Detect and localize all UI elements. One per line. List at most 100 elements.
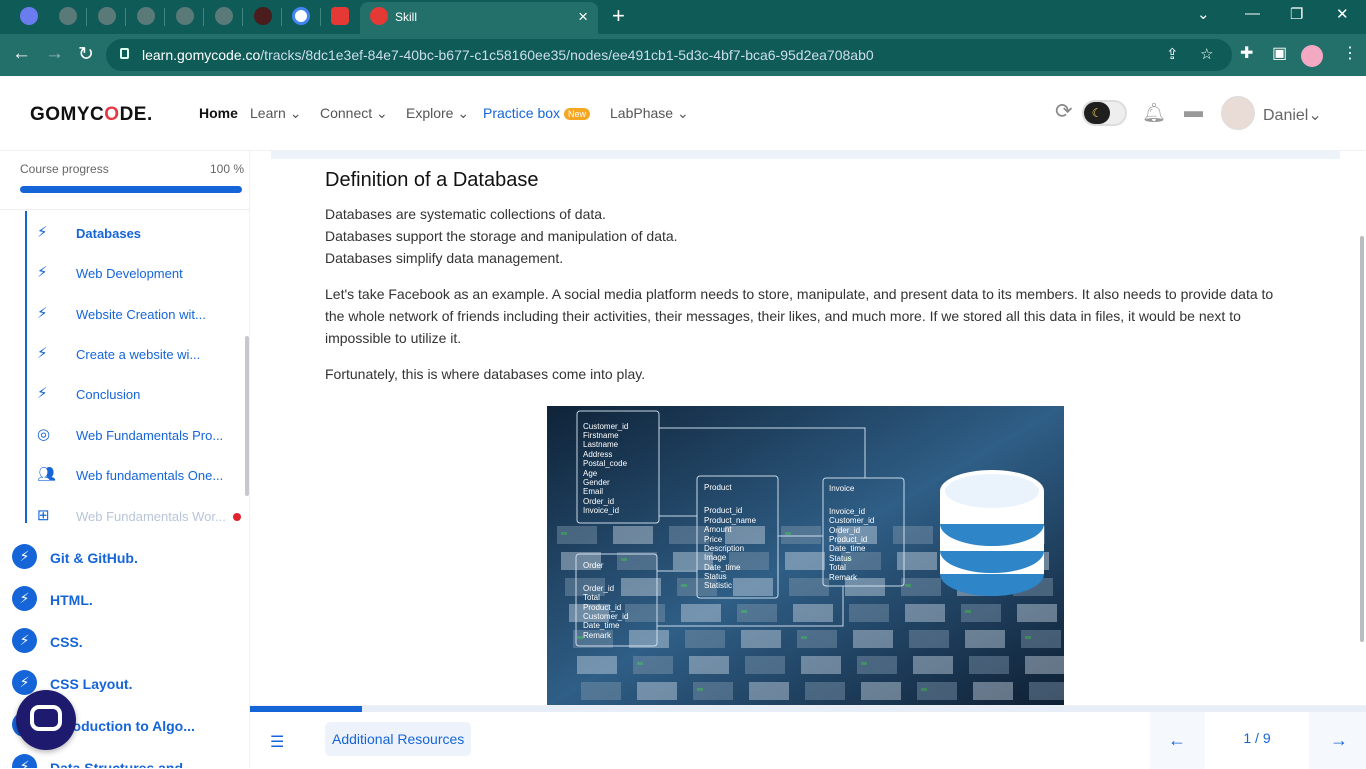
bookmark-star-icon[interactable]: ☆ [1200, 46, 1214, 63]
field-text: Order_id [829, 526, 860, 535]
menu-kebab-icon[interactable]: ⋮ [1342, 45, 1358, 62]
sidebar-lesson-web-fundamentals-project[interactable]: ◎Web Fundamentals Pro... [0, 414, 249, 454]
server-bay [1017, 604, 1057, 622]
table-title: Invoice [829, 484, 855, 493]
moon-icon: ☾ [1084, 102, 1110, 124]
sidebar-lesson-web-development[interactable]: ⚡︎Web Development [0, 252, 249, 292]
server-bay [965, 630, 1005, 648]
tab-separator [203, 8, 204, 26]
sidebar-lesson-website-creation[interactable]: ⚡︎Website Creation wit... [0, 293, 249, 333]
server-bay [561, 552, 601, 570]
address-bar[interactable]: learn.gomycode.co/tracks/8dc1e3ef-84e7-4… [106, 39, 1232, 71]
people-icon: 👥︎ [37, 466, 57, 483]
sidebar-lesson-create-website[interactable]: ⚡︎Create a website wi... [0, 333, 249, 373]
nav-practice-label: Practice box [483, 105, 561, 121]
sidebar-lesson-web-fundamentals-workshop[interactable]: ⊞Web Fundamentals Wor... [0, 495, 249, 535]
sidebar-scrollbar[interactable] [245, 336, 249, 496]
server-bay [961, 604, 1001, 622]
sidebar-lesson-conclusion[interactable]: ⚡︎Conclusion [0, 373, 249, 413]
tab-favicon[interactable] [215, 7, 233, 25]
google-icon[interactable] [292, 7, 310, 25]
forward-icon[interactable]: → [45, 43, 64, 64]
server-bay [1029, 682, 1064, 700]
chapter-label: CSS Layout. [50, 676, 133, 692]
gomycode-logo[interactable]: GOMYCODE. [30, 104, 153, 126]
user-avatar[interactable] [1221, 96, 1255, 130]
sidebar-chapter-css-layout[interactable]: ⚡︎CSS Layout. [0, 664, 249, 706]
close-window-button[interactable]: ✕ [1336, 6, 1349, 23]
tab-favicon[interactable] [20, 7, 38, 25]
server-led [637, 662, 643, 665]
tab-favicon[interactable] [59, 7, 77, 25]
tab-favicon[interactable] [137, 7, 155, 25]
user-menu[interactable]: Daniel⌄ [1263, 105, 1322, 125]
chevron-down-icon: ⌄ [1308, 107, 1322, 124]
table-title: Product [704, 483, 732, 492]
server-bay [737, 604, 777, 622]
server-led [921, 688, 927, 691]
new-tab-button[interactable]: + [612, 3, 625, 28]
server-bay [621, 578, 661, 596]
paragraph: Fortunately, this is where databases com… [325, 366, 646, 382]
server-bay [969, 656, 1009, 674]
nav-connect[interactable]: Connect ⌄ [320, 105, 388, 122]
browser-profile-avatar[interactable] [1301, 45, 1323, 67]
restore-button[interactable]: ❐ [1290, 6, 1304, 23]
sync-icon[interactable]: ⟳ [1055, 100, 1073, 123]
sidebar-chapter-data-structures[interactable]: ⚡︎Data Structures and... [0, 748, 249, 768]
field-text: Product_id [829, 535, 867, 544]
server-bay [557, 526, 597, 544]
active-tab[interactable]: Skill × [360, 2, 598, 34]
tab-separator [86, 8, 87, 26]
sidebar-chapter-html[interactable]: ⚡︎HTML. [0, 580, 249, 622]
side-panel-icon[interactable]: ▣ [1272, 45, 1288, 62]
nav-explore[interactable]: Explore ⌄ [406, 105, 469, 122]
additional-resources-button[interactable]: Additional Resources [325, 722, 472, 756]
tab-favicon[interactable] [331, 7, 349, 25]
tab-search-icon[interactable]: ⌄ [1197, 6, 1210, 23]
tab-favicon[interactable] [98, 7, 116, 25]
tab-favicon[interactable] [254, 7, 272, 25]
lock-icon[interactable] [120, 48, 129, 59]
help-chat-button[interactable] [16, 690, 76, 750]
field-text: Customer_id [829, 516, 874, 525]
paragraph: Let's take Facebook as an example. A soc… [325, 286, 1274, 346]
nav-home[interactable]: Home [199, 105, 238, 121]
field-text: Description [704, 544, 744, 553]
tab-separator [242, 8, 243, 26]
reload-icon[interactable]: ↻ [78, 44, 94, 65]
server-bay [633, 656, 673, 674]
tab-separator [125, 8, 126, 26]
back-icon[interactable]: ← [12, 43, 31, 64]
chat-icon[interactable]: ▬ [1184, 101, 1203, 122]
previous-arrow-icon[interactable]: ← [1168, 730, 1186, 750]
extensions-icon[interactable]: ✚ [1240, 45, 1254, 62]
sidebar-chapter-git[interactable]: ⚡︎Git & GitHub. [0, 538, 249, 580]
sidebar-chapter-css[interactable]: ⚡︎CSS. [0, 622, 249, 664]
outline-list-icon[interactable]: ☰ [270, 734, 285, 751]
minimize-button[interactable]: — [1245, 5, 1260, 22]
dark-mode-toggle[interactable]: ☾ [1082, 100, 1127, 126]
share-icon[interactable]: ⇪ [1166, 46, 1179, 63]
tab-favicon[interactable] [176, 7, 194, 25]
user-name: Daniel [1263, 107, 1309, 124]
bell-icon[interactable]: 🔔︎ [1142, 103, 1167, 124]
nav-labphase[interactable]: LabPhase ⌄ [610, 105, 689, 122]
sidebar-lesson-databases[interactable]: ⚡︎Databases [0, 212, 249, 252]
field-text: Remark [583, 631, 612, 640]
site-header: GOMYCODE. Home Learn ⌄ Connect ⌄ Explore… [0, 76, 1366, 151]
sidebar-lesson-web-fundamentals-one[interactable]: 👥︎Web fundamentals One... [0, 454, 249, 494]
nav-explore-label: Explore [406, 105, 454, 121]
server-bay [693, 682, 733, 700]
course-progress-label: Course progress [20, 162, 109, 176]
field-text: Product_name [704, 516, 757, 525]
workshop-icon: ⊞ [37, 507, 50, 524]
nav-learn[interactable]: Learn ⌄ [250, 105, 301, 122]
content-scrollbar[interactable] [1360, 236, 1364, 642]
close-tab-icon[interactable]: × [578, 7, 588, 26]
next-arrow-icon[interactable]: → [1330, 730, 1348, 750]
lesson-footer: ☰ Additional Resources ← 1 / 9 → [250, 705, 1366, 769]
bolt-icon: ⚡︎ [12, 586, 37, 611]
url-text[interactable]: learn.gomycode.co/tracks/8dc1e3ef-84e7-4… [142, 47, 874, 63]
